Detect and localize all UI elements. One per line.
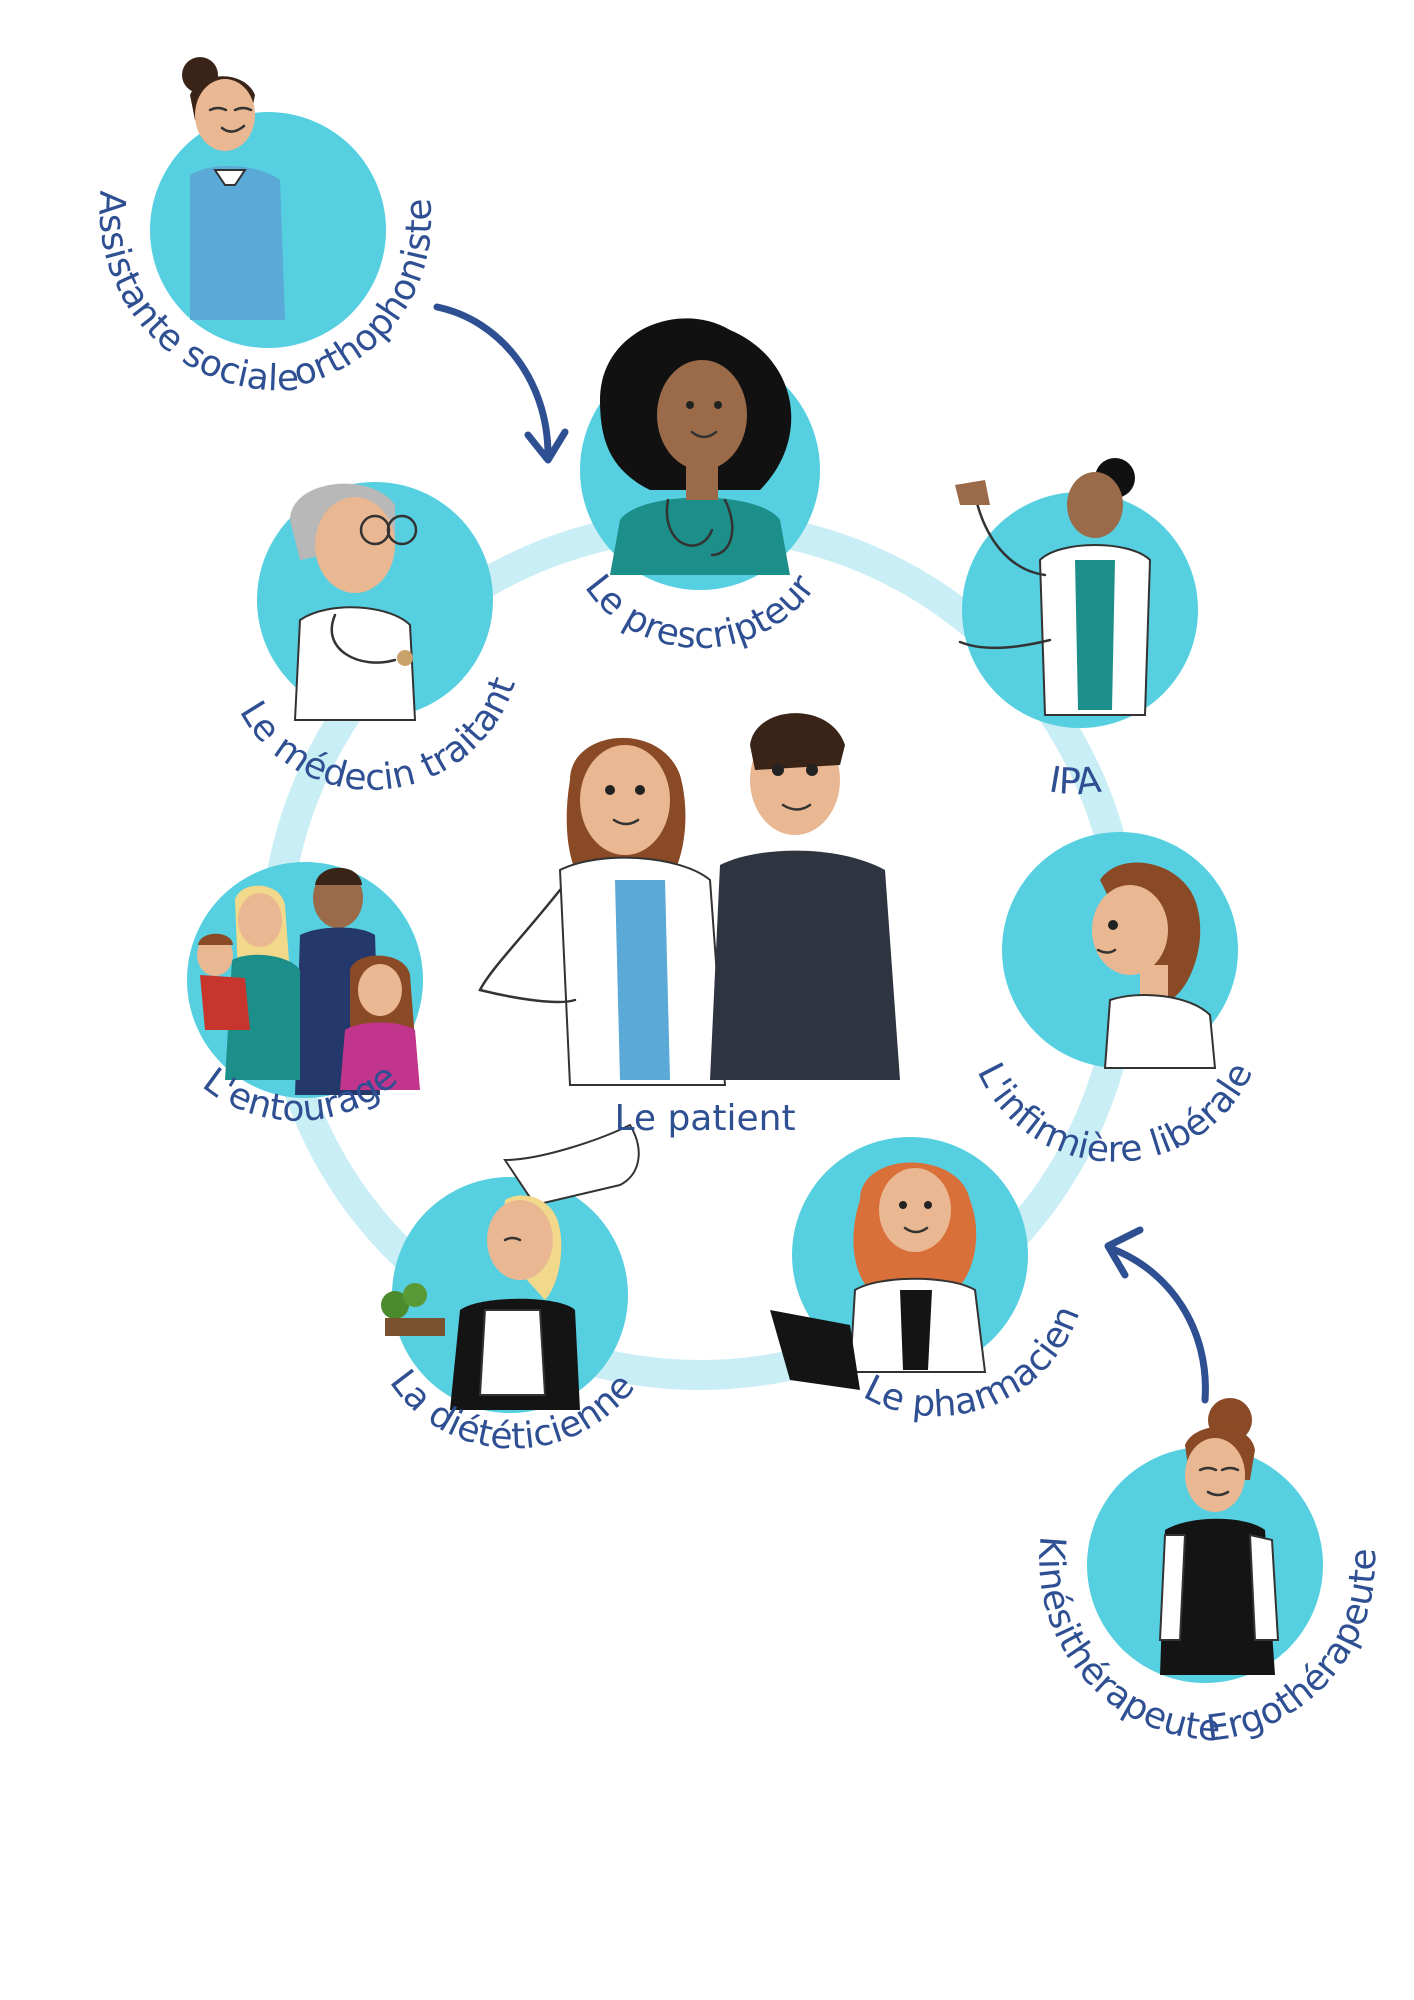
patient-couple-icon [478, 713, 900, 1086]
label-patient: Le patient [614, 1098, 795, 1139]
family-icon [197, 867, 420, 1095]
node-infirmiere[interactable]: L'infirmière libérale [969, 832, 1261, 1171]
node-medecin[interactable]: Le médecin traitant [231, 482, 524, 799]
presenting-woman-icon [955, 458, 1152, 716]
nurse-profile-icon [1092, 862, 1217, 1069]
physio-icon [1158, 1398, 1280, 1675]
node-assistante-orthophoniste[interactable]: Assistante sociale orthophoniste [90, 57, 440, 400]
doctor-icon [290, 483, 418, 721]
node-entourage[interactable]: L'entourage [187, 862, 423, 1130]
label-ipa: IPA [1046, 760, 1103, 804]
node-kine-ergo[interactable]: Kinésithérapeute Ergothérapeute [1030, 1398, 1384, 1750]
node-prescripteur[interactable]: Le prescripteur [577, 318, 823, 657]
chef-dietitian-icon [381, 1123, 640, 1410]
social-worker-icon [182, 57, 285, 320]
arrow-to-pharmacien [1104, 1226, 1209, 1404]
node-dieteticienne[interactable]: La diététicienne [381, 1123, 643, 1458]
nurse-stethoscope-icon [600, 318, 792, 575]
pharmacist-icon [770, 1162, 987, 1390]
arrow-to-prescripteur [433, 303, 569, 464]
node-ipa[interactable]: IPA [955, 458, 1198, 803]
node-patient[interactable]: Le patient [478, 713, 900, 1139]
